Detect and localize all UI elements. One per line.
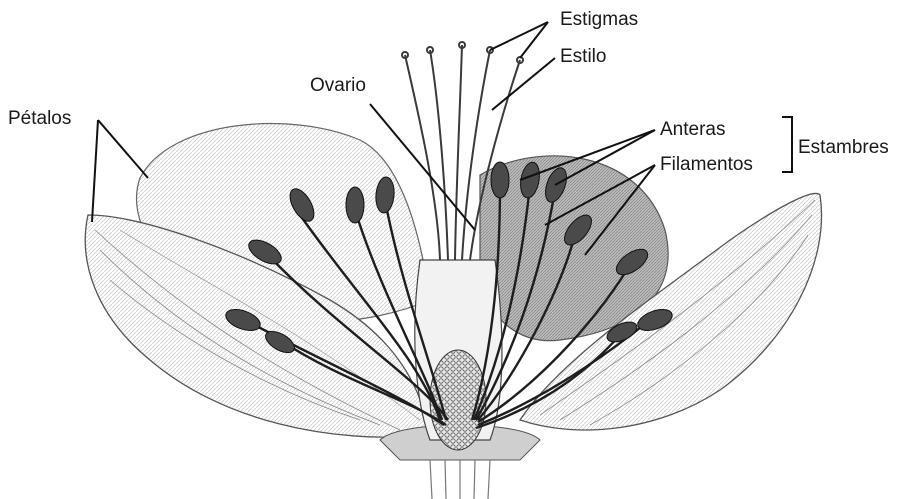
- label-estilo: Estilo: [560, 47, 606, 66]
- estambres-bracket: [782, 117, 792, 172]
- label-estambres: Estambres: [798, 138, 889, 157]
- leader-estigmas-a: [490, 22, 548, 50]
- label-anteras: Anteras: [660, 120, 725, 139]
- label-ovario: Ovario: [310, 76, 366, 95]
- label-filamentos: Filamentos: [660, 155, 753, 174]
- label-petalos: Pétalos: [8, 109, 71, 128]
- leader-petalos-b: [92, 120, 98, 222]
- leader-estilo: [492, 58, 555, 110]
- label-estigmas: Estigmas: [560, 10, 638, 29]
- leader-petalos-a: [98, 120, 148, 178]
- leader-estigmas-b: [520, 22, 548, 58]
